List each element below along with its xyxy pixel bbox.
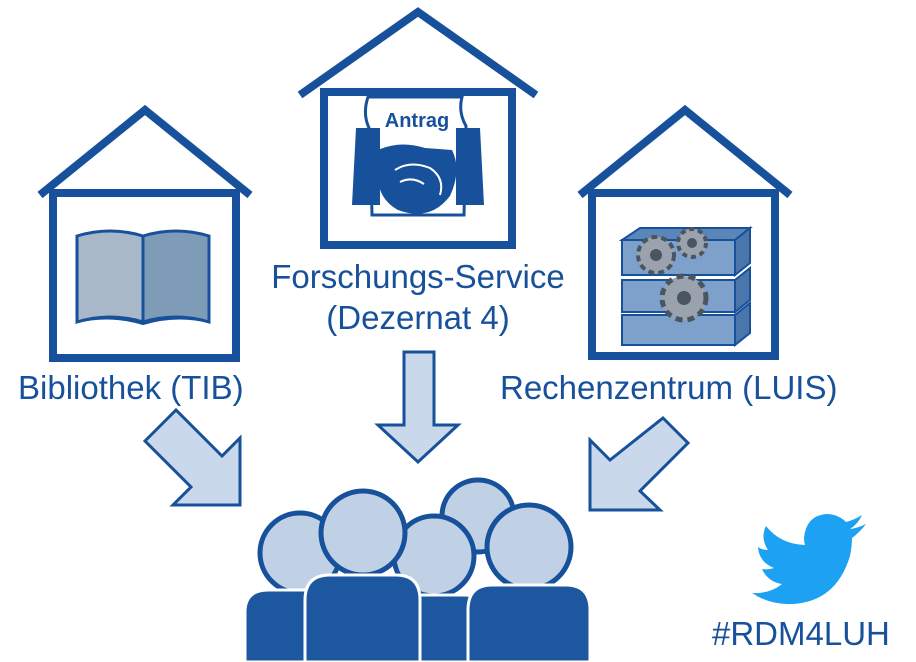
handshake-contract-icon [352,95,484,217]
house-rechenzentrum [577,104,793,360]
document-label-antrag: Antrag [384,110,450,132]
label-dezernat: (Dezernat 4) [326,299,510,336]
house-roof [297,7,539,99]
label-bibliothek: Bibliothek (TIB) [18,369,244,406]
house-bibliothek [37,104,253,362]
server-gears-icon [618,225,753,348]
house-forschungs-service [297,7,539,249]
arrow-down-left [142,407,242,507]
hashtag-label: #RDM4LUH [712,615,890,652]
label-forschungs-service: Forschungs-Service [271,258,565,295]
people-group-icon [243,477,592,662]
arrow-down-right [588,415,691,512]
gear-icon [636,235,676,275]
gear-icon [659,273,709,323]
gear-icon [676,227,708,259]
book-icon [75,229,211,326]
twitter-bird-icon [752,514,866,605]
label-rechenzentrum: Rechenzentrum (LUIS) [500,369,838,406]
house-roof [577,104,793,199]
house-roof [37,104,253,199]
arrow-down [374,350,462,465]
